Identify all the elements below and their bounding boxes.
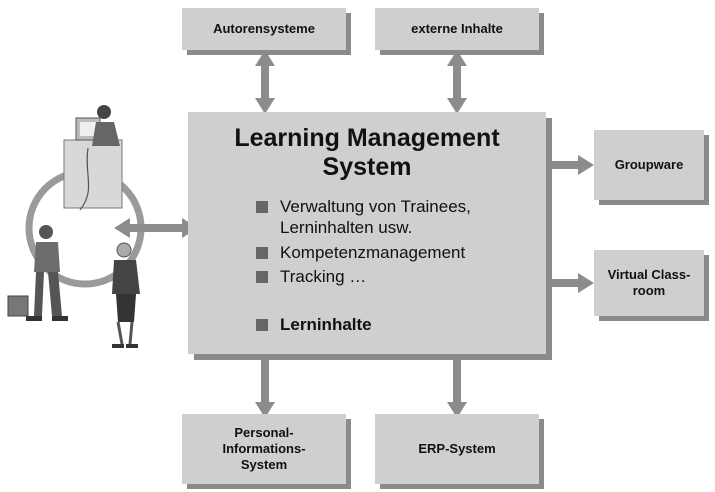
erp-system-box: ERP-System [375, 414, 539, 484]
arrow-externe-inhalte-lms [447, 50, 467, 114]
groupware-box: Groupware [594, 130, 704, 200]
bullet-square-icon [256, 319, 268, 331]
virtual-classroom-box: Virtual Class- room [594, 250, 704, 316]
arrow-lms-personal-informations-system [255, 344, 275, 418]
lms-title: Learning Management System [234, 124, 500, 181]
externe-inhalte-label: externe Inhalte [411, 21, 503, 36]
bullet-square-icon [256, 271, 268, 283]
bullet-square-icon [256, 247, 268, 259]
learning-management-system-box: Learning Management System Verwaltung vo… [188, 112, 546, 354]
arrow-autorensysteme-lms [255, 50, 275, 114]
erp-system-label: ERP-System [418, 441, 496, 456]
arrow-lms-erp-system [447, 344, 467, 418]
externe-inhalte-box: externe Inhalte [375, 8, 539, 50]
people-cycle-illustration [7, 105, 145, 348]
autorensysteme-label: Autorensysteme [213, 21, 315, 36]
autorensysteme-box: Autorensysteme [182, 8, 346, 50]
personal-informations-system-box: Personal- Informations- System [182, 414, 346, 484]
arrow-people-lms [114, 218, 198, 238]
groupware-label: Groupware [614, 157, 684, 172]
double-arrows [114, 50, 594, 418]
personal-informations-system-label: Personal- Informations- System [222, 425, 306, 472]
virtual-classroom-label: Virtual Class- room [607, 267, 691, 298]
bullet-square-icon [256, 201, 268, 213]
